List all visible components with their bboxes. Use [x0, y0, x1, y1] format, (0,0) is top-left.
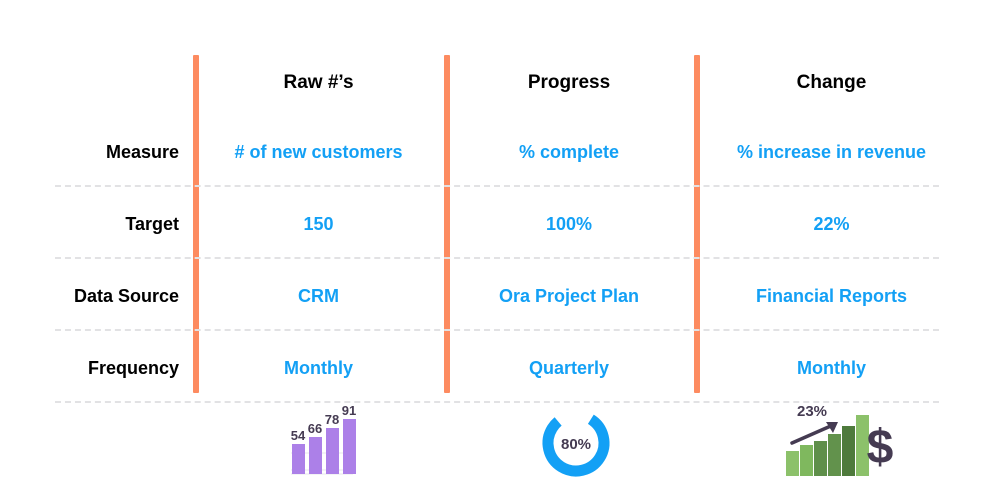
- bar-chart-svg: 54 66 78 91: [291, 403, 356, 475]
- column-header-change: Change: [796, 72, 867, 93]
- bar-chart-icon: 54 66 78 91: [277, 400, 373, 493]
- cell-data-source-change: Financial Reports: [755, 286, 908, 306]
- cell-data-source-progress: Ora Project Plan: [498, 286, 640, 306]
- bar-label-2: 66: [308, 421, 322, 436]
- cell-measure-change: % increase in revenue: [736, 142, 927, 162]
- cell-data-source-raw: CRM: [298, 286, 339, 306]
- growth-percent-label: 23%: [797, 403, 827, 420]
- trend-arrow-icon: [790, 422, 838, 445]
- growth-bar-chart-svg: 23% $: [786, 403, 893, 476]
- bar-label-3: 78: [325, 412, 339, 427]
- cell-target-change: 22%: [813, 214, 850, 234]
- column-header-progress: Progress: [527, 72, 611, 93]
- cell-frequency-raw: Monthly: [284, 358, 353, 378]
- row-label-target: Target: [125, 214, 179, 234]
- row-label-measure: Measure: [105, 142, 179, 162]
- bar-label-1: 54: [291, 428, 306, 443]
- cell-target-progress: 100%: [545, 214, 593, 234]
- column-header-raw: Raw #’s: [283, 72, 354, 93]
- row-divider-1: [55, 185, 939, 187]
- row-divider-4: [55, 401, 939, 403]
- column-divider-3: [694, 55, 700, 393]
- row-label-frequency: Frequency: [87, 358, 179, 378]
- row-divider-2: [55, 257, 939, 259]
- cell-frequency-change: Monthly: [797, 358, 866, 378]
- cell-frequency-progress: Quarterly: [528, 358, 610, 378]
- donut-progress-icon: 80%: [530, 403, 622, 493]
- column-divider-2: [444, 55, 450, 393]
- cell-target-raw: 150: [303, 214, 334, 234]
- cell-measure-progress: % complete: [518, 142, 620, 162]
- bar-label-4: 91: [342, 403, 356, 418]
- donut-center-label: 80%: [561, 436, 591, 453]
- column-divider-1: [193, 55, 199, 393]
- row-divider-3: [55, 329, 939, 331]
- cell-measure-raw: # of new customers: [234, 142, 403, 162]
- donut-progress-svg: 80%: [542, 409, 610, 477]
- growth-bar-chart-icon: 23% $: [778, 398, 893, 493]
- dollar-sign-icon: $: [867, 421, 893, 474]
- row-label-data-source: Data Source: [73, 286, 179, 306]
